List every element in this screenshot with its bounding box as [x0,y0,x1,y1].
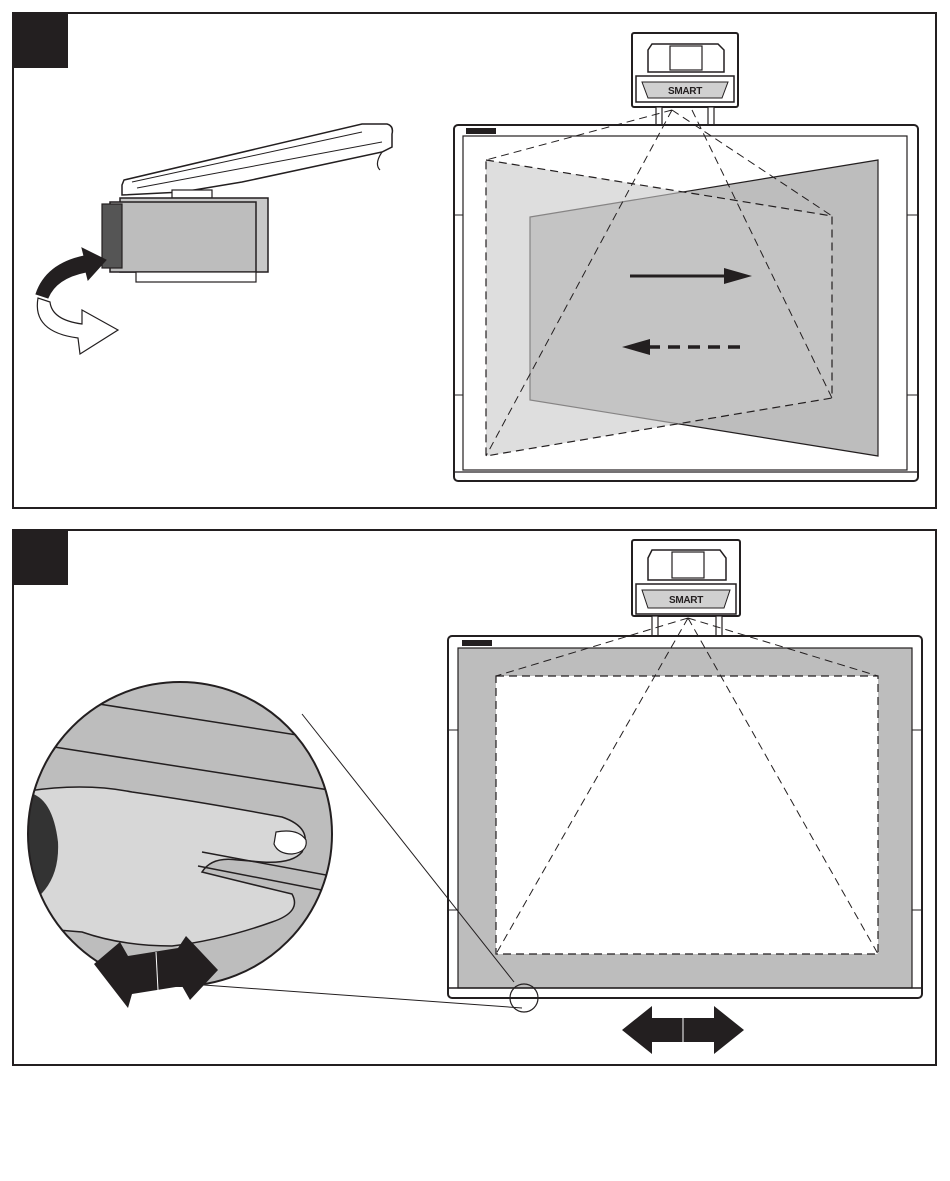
horizontal-double-arrow-icon [622,1006,744,1054]
panel-2-illustration: SMART [14,531,939,1068]
smart-logo: SMART [669,595,703,606]
projected-image [496,676,878,954]
whiteboard-front-view: SMART [448,540,922,998]
projector-side-view [102,124,392,282]
whiteboard-front-view: SMART [454,33,918,481]
smart-logo: SMART [668,86,702,97]
panel-1-illustration: SMART [14,14,939,511]
step-panel-2: SMART [12,529,937,1066]
step-panel-1: SMART [12,12,937,509]
